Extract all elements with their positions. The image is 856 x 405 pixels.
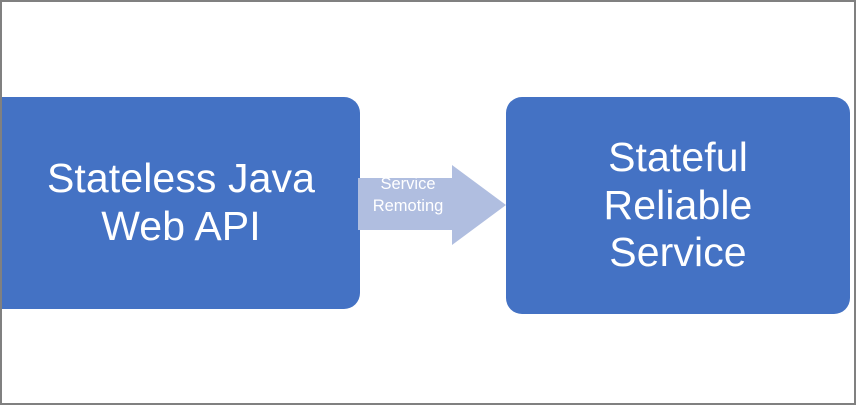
node-stateful-reliable-service[interactable]: Stateful Reliable Service bbox=[506, 97, 850, 314]
node-stateless-java-web-api[interactable]: Stateless Java Web API bbox=[2, 97, 360, 309]
node-label-stateless-java-web-api: Stateless Java Web API bbox=[46, 155, 316, 249]
node-label-stateful-reliable-service: Stateful Reliable Service bbox=[603, 134, 753, 276]
service-remoting-arrow[interactable] bbox=[358, 163, 508, 247]
block-arrow-icon bbox=[358, 165, 506, 245]
